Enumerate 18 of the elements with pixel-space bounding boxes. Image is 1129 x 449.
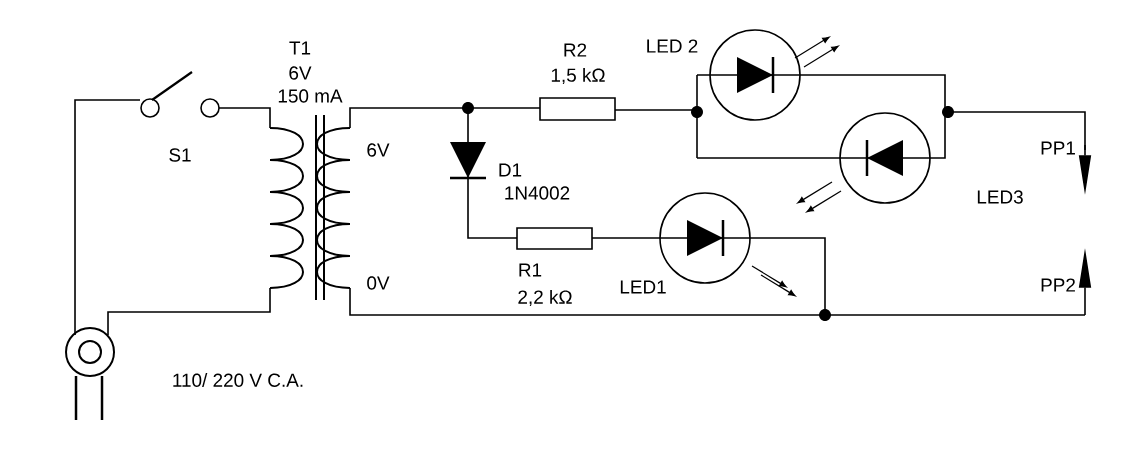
component-label: LED 2 bbox=[647, 39, 698, 53]
component-label: 2,2 kΩ bbox=[518, 289, 572, 307]
component-label: D1 bbox=[499, 163, 522, 177]
component-label: LED1 bbox=[620, 280, 666, 294]
component-label: 0V bbox=[367, 276, 390, 290]
component-label: 1,5 kΩ bbox=[551, 67, 605, 85]
component-label: PP2 bbox=[1041, 278, 1075, 292]
component-label: T1 bbox=[289, 41, 311, 55]
component-label: S1 bbox=[169, 148, 191, 162]
component-label: 6V bbox=[289, 66, 312, 80]
component-label: 1N4002 bbox=[505, 186, 570, 200]
component-label: 6V bbox=[367, 143, 390, 157]
component-label: LED3 bbox=[977, 190, 1023, 204]
component-label: 150 mA bbox=[278, 89, 343, 103]
component-label: R2 bbox=[564, 43, 587, 57]
component-label: 110/ 220 V C.A. bbox=[173, 373, 303, 387]
component-label: R1 bbox=[519, 263, 542, 277]
component-label: PP1 bbox=[1041, 141, 1075, 155]
